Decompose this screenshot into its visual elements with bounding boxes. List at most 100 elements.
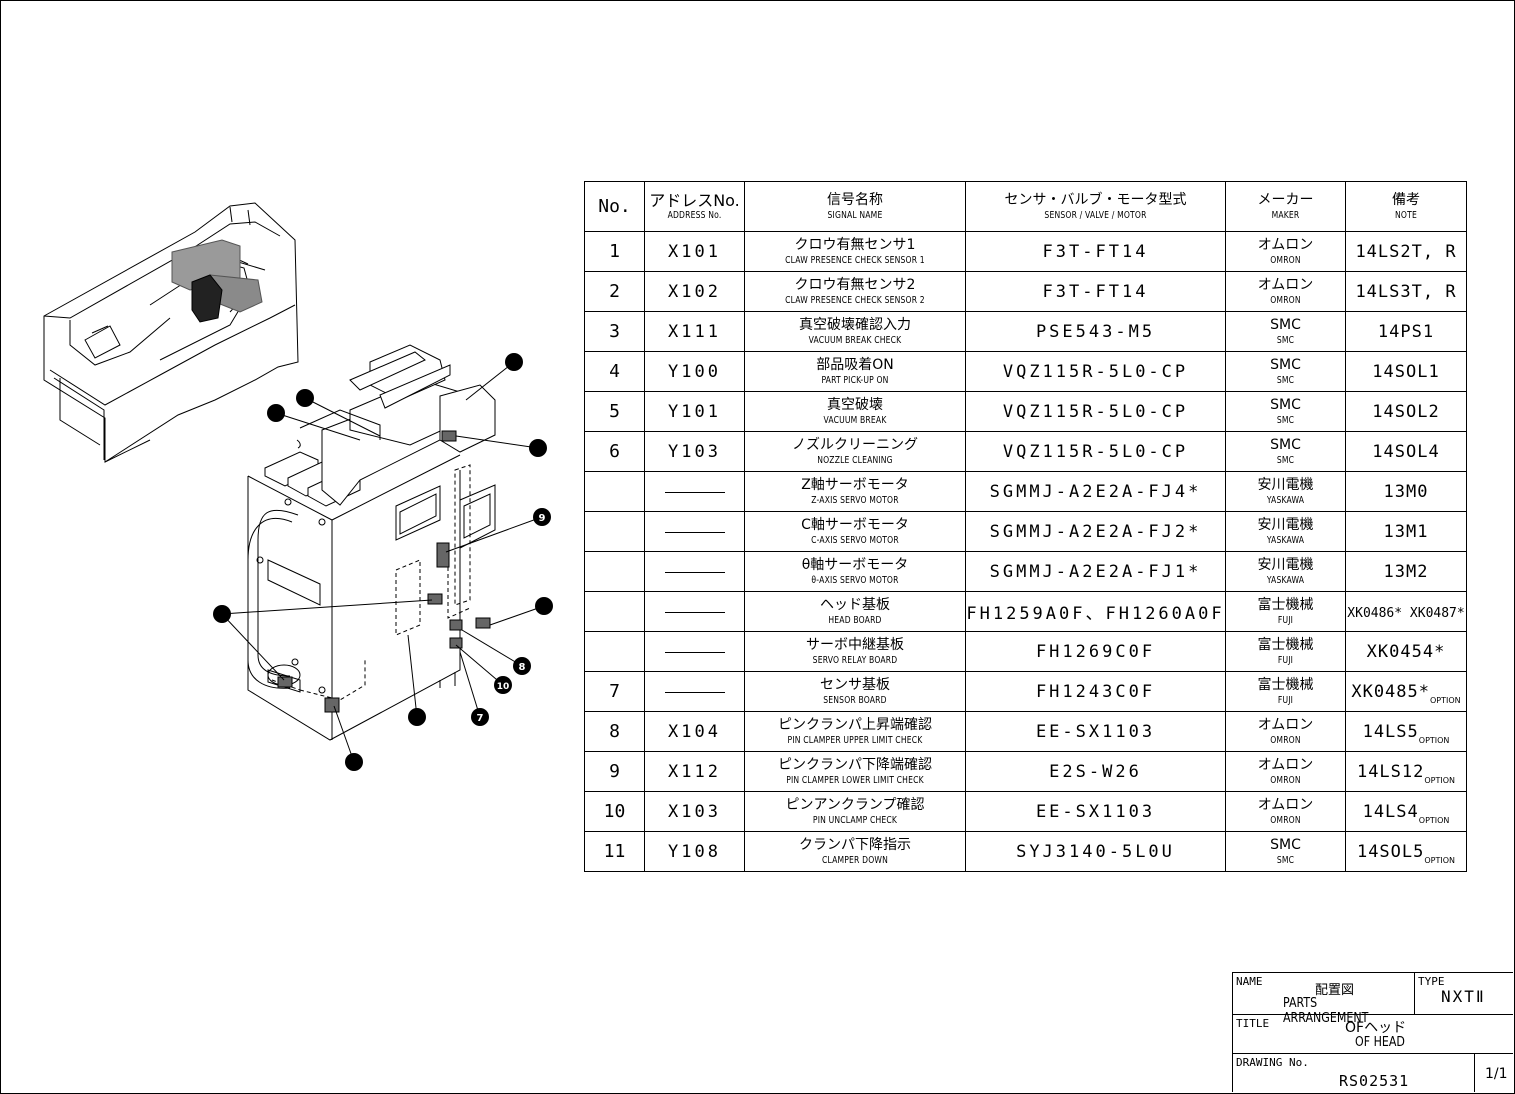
title-block: NAME 配置図 PARTS ARRANGEMENT TYPE NXTⅡ TIT… bbox=[1232, 972, 1513, 1092]
type-cell: TYPE NXTⅡ bbox=[1414, 973, 1513, 1015]
model-value: F3T-FT14 bbox=[1042, 281, 1149, 302]
cell-model: VQZ115R-5L0-CP bbox=[965, 431, 1226, 472]
title-en: OF HEAD bbox=[1355, 1035, 1405, 1050]
cell-address: X112 bbox=[644, 751, 745, 792]
note-value: 14SOL4 bbox=[1372, 441, 1440, 462]
callout-dot bbox=[267, 404, 285, 422]
maker-jp: オムロン bbox=[1257, 756, 1314, 773]
maker-en: OMRON bbox=[1270, 774, 1301, 786]
maker-jp: オムロン bbox=[1257, 236, 1314, 253]
cell-no: 11 bbox=[584, 831, 645, 872]
title-cell: TITLE OFヘッド OF HEAD bbox=[1233, 1014, 1513, 1054]
note-value: XK0454* bbox=[1366, 641, 1446, 662]
maker-en: FUJI bbox=[1277, 614, 1294, 626]
cell-no: 8 bbox=[584, 711, 645, 752]
name-cell: NAME 配置図 PARTS ARRANGEMENT bbox=[1233, 973, 1415, 1026]
maker-en: SMC bbox=[1276, 854, 1295, 866]
address-empty-dash bbox=[664, 692, 725, 693]
maker-jp: SMC bbox=[1270, 396, 1301, 413]
cell-note: 14LS5OPTION bbox=[1345, 711, 1467, 752]
cell-model: VQZ115R-5L0-CP bbox=[965, 391, 1226, 432]
maker-jp: 富士機械 bbox=[1257, 636, 1314, 653]
signal-en: PIN CLAMPER LOWER LIMIT CHECK bbox=[786, 774, 924, 786]
model-value: SGMMJ-A2E2A-FJ4* bbox=[989, 481, 1202, 502]
note-value: 13M0 bbox=[1383, 481, 1429, 502]
note-value: 14LS5 bbox=[1362, 721, 1419, 742]
cell-no bbox=[584, 551, 645, 592]
model-value: VQZ115R-5L0-CP bbox=[1002, 441, 1189, 462]
option-mark: OPTION bbox=[1430, 695, 1461, 705]
cell-model: SGMMJ-A2E2A-FJ4* bbox=[965, 471, 1226, 512]
maker-jp: 富士機械 bbox=[1257, 596, 1314, 613]
cell-address bbox=[644, 511, 745, 552]
address-value: Y103 bbox=[668, 441, 721, 462]
cell-model: SYJ3140-5L0U bbox=[965, 831, 1226, 872]
name-jp: 配置図 bbox=[1315, 983, 1355, 998]
address-value: Y101 bbox=[668, 401, 721, 422]
signal-en: NOZZLE CLEANING bbox=[817, 454, 893, 466]
note-value: 14LS2T, R bbox=[1355, 241, 1457, 262]
callout-9: 9 bbox=[539, 513, 546, 524]
cell-address: X111 bbox=[644, 311, 745, 352]
callout-dot bbox=[213, 605, 231, 623]
cell-address bbox=[644, 551, 745, 592]
signal-jp: クランパ下降指示 bbox=[799, 836, 911, 853]
signal-en: C-AXIS SERVO MOTOR bbox=[811, 534, 899, 546]
cell-address bbox=[644, 471, 745, 512]
cell-note: 14SOL2 bbox=[1345, 391, 1467, 432]
maker-en: YASKAWA bbox=[1266, 574, 1305, 586]
signal-jp: ピンクランパ上昇端確認 bbox=[778, 716, 932, 733]
cell-note: 13M1 bbox=[1345, 511, 1467, 552]
maker-en: YASKAWA bbox=[1266, 494, 1305, 506]
signal-en: SENSOR BOARD bbox=[823, 694, 887, 706]
signal-jp: ヘッド基板 bbox=[820, 596, 890, 613]
cell-note: 14LS4OPTION bbox=[1345, 791, 1467, 832]
model-value: F3T-FT14 bbox=[1042, 241, 1149, 262]
signal-en: HEAD BOARD bbox=[828, 614, 882, 626]
note-value: 14LS3T, R bbox=[1355, 281, 1457, 302]
address-value: Y108 bbox=[668, 841, 721, 862]
maker-en: YASKAWA bbox=[1266, 534, 1305, 546]
note-value: 14LS4 bbox=[1362, 801, 1419, 822]
cell-no: 6 bbox=[584, 431, 645, 472]
signal-en: PART PICK-UP ON bbox=[821, 374, 889, 386]
note-value: 14PS1 bbox=[1377, 321, 1435, 342]
cell-model: E2S-W26 bbox=[965, 751, 1226, 792]
cell-no bbox=[584, 471, 645, 512]
signal-jp: 真空破壊 bbox=[827, 396, 883, 413]
model-value: VQZ115R-5L0-CP bbox=[1002, 401, 1189, 422]
leader-lines bbox=[221, 361, 545, 763]
address-value: X104 bbox=[668, 721, 721, 742]
cell-note: 14LS3T, R bbox=[1345, 271, 1467, 312]
signal-jp: クロウ有無センサ1 bbox=[794, 236, 916, 253]
address-value: X101 bbox=[668, 241, 721, 262]
callout-dot bbox=[535, 597, 553, 615]
maker-en: OMRON bbox=[1270, 814, 1301, 826]
head-highlight bbox=[171, 239, 263, 323]
signal-en: CLAW PRESENCE CHECK SENSOR 1 bbox=[785, 254, 925, 266]
maker-jp: SMC bbox=[1270, 316, 1301, 333]
cell-no: 2 bbox=[584, 271, 645, 312]
maker-en: FUJI bbox=[1277, 694, 1294, 706]
cell-model: FH1259A0F、FH1260A0F bbox=[965, 591, 1226, 632]
signal-en: Z-AXIS SERVO MOTOR bbox=[811, 494, 899, 506]
